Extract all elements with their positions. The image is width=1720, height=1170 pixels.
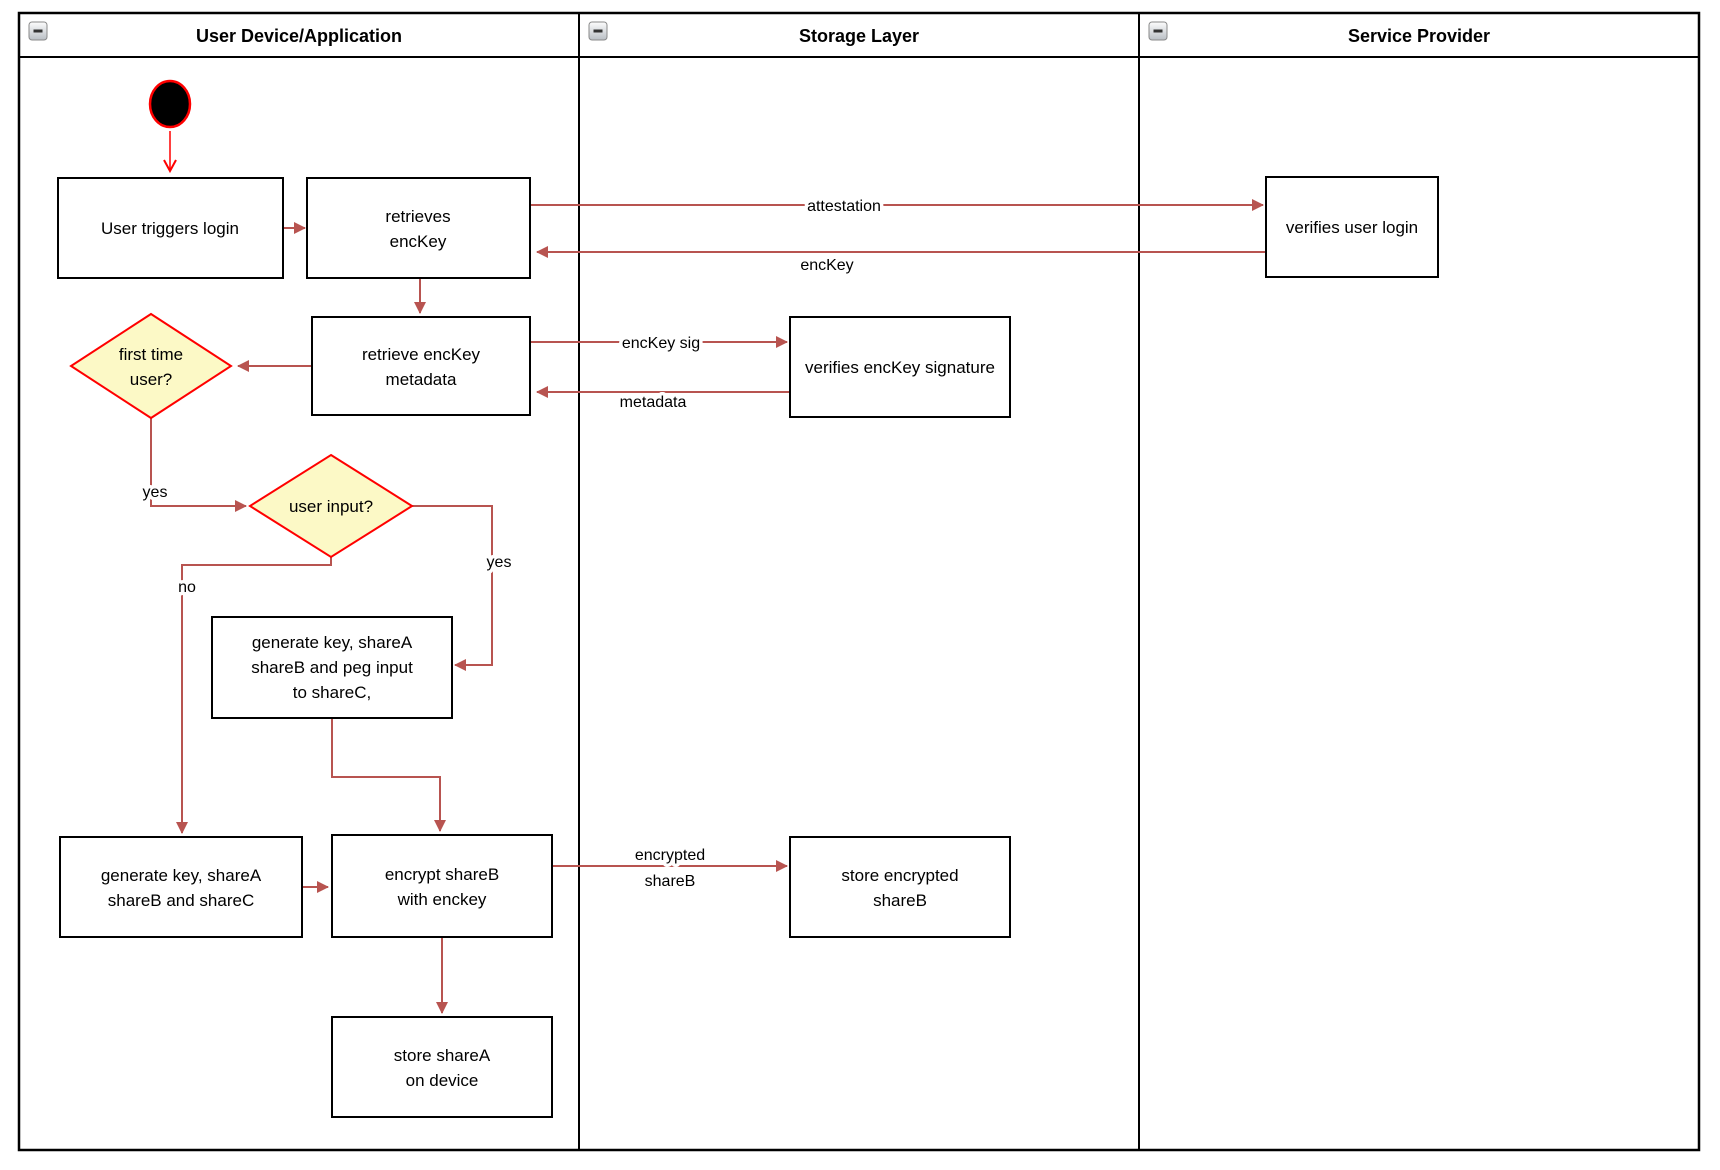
node-user-triggers-login[interactable]	[57, 177, 284, 279]
edge-label-yes-firsttime: yes	[143, 484, 168, 501]
node-encrypt-shareb[interactable]	[331, 834, 553, 938]
edge-firsttime-yes	[150, 418, 247, 512]
collapse-button-lane-1[interactable]	[28, 21, 48, 41]
collapse-button-lane-3[interactable]	[1148, 21, 1168, 41]
node-store-sharea-device[interactable]	[331, 1016, 553, 1118]
node-label: verifies encKey signature	[805, 358, 995, 377]
lane-title-storage-layer: Storage Layer	[799, 26, 919, 46]
node-label: generate key, shareA	[252, 633, 413, 652]
edge-label-encrypted-shareb: shareB	[645, 873, 696, 890]
node-generate-key-shares[interactable]	[59, 836, 303, 938]
decision-label: user input?	[289, 497, 373, 516]
node-label: shareB	[873, 891, 927, 910]
edge-label-metadata: metadata	[620, 394, 687, 411]
node-verifies-user-login[interactable]	[1265, 176, 1439, 278]
node-label: to shareC,	[293, 683, 371, 702]
edge-label-enckey-sig: encKey sig	[622, 335, 700, 352]
node-label: store shareA	[394, 1046, 491, 1065]
node-label: generate key, shareA	[101, 866, 262, 885]
edge-label-encrypted: encrypted	[635, 847, 705, 864]
node-label: User triggers login	[101, 219, 239, 238]
node-label: retrieves	[385, 207, 450, 226]
start-node[interactable]	[148, 79, 192, 129]
lane-title-user-device: User Device/Application	[196, 26, 402, 46]
node-label: store encrypted	[841, 866, 958, 885]
node-generate-key-peg-input[interactable]	[211, 616, 453, 719]
edge-label-enckey: encKey	[800, 257, 853, 274]
node-retrieves-enckey[interactable]	[306, 177, 531, 279]
node-label: with enckey	[397, 890, 487, 909]
node-label: shareB and peg input	[251, 658, 413, 677]
node-store-encrypted-shareb[interactable]	[789, 836, 1011, 938]
edge-label-attestation: attestation	[807, 198, 881, 215]
edge-peg-to-encrypt	[331, 718, 446, 832]
edge-userinput-no	[176, 557, 332, 834]
collapse-button-lane-2[interactable]	[588, 21, 608, 41]
decision-first-time-user[interactable]	[69, 312, 233, 420]
edge-label-yes-userinput: yes	[487, 554, 512, 571]
node-label: encKey	[390, 232, 447, 251]
edge-userinput-yes	[412, 505, 493, 671]
node-retrieve-enckey-metadata[interactable]	[311, 316, 531, 416]
decision-user-input[interactable]	[248, 453, 414, 559]
node-verifies-enckey-signature[interactable]	[789, 316, 1011, 418]
lane-title-service-provider: Service Provider	[1348, 26, 1490, 46]
node-label: retrieve encKey	[362, 345, 481, 364]
edge-label-no-userinput: no	[178, 579, 196, 596]
decision-label: first time	[119, 345, 183, 364]
node-label: encrypt shareB	[385, 865, 499, 884]
node-label: verifies user login	[1286, 218, 1418, 237]
node-label: shareB and shareC	[108, 891, 254, 910]
decision-label: user?	[130, 370, 173, 389]
node-label: metadata	[386, 370, 457, 389]
node-label: on device	[406, 1071, 479, 1090]
